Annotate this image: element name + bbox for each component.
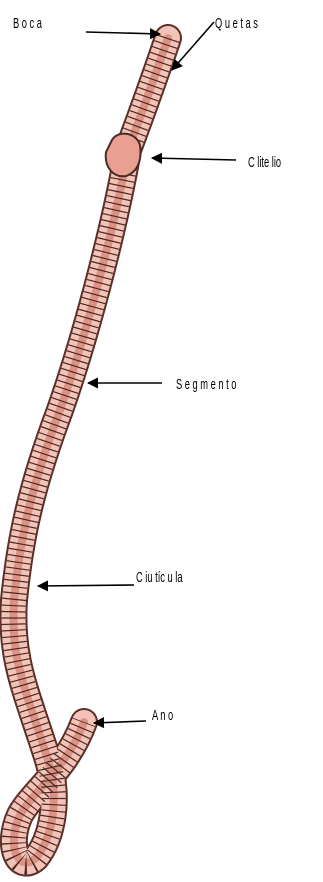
label-quetas: Q u e t a s	[215, 16, 258, 31]
label-boca: B o c a	[13, 16, 42, 31]
earthworm-illustration	[13, 38, 168, 863]
label-segmento: S e g m e n t o	[176, 377, 236, 392]
label-cuticula: C iu tíc u la	[136, 570, 183, 585]
clitellum-band	[106, 134, 141, 177]
arrow-boca	[86, 32, 160, 34]
arrow-cuticula	[38, 585, 134, 586]
label-ano: A n o	[152, 708, 173, 723]
arrow-ano	[94, 721, 146, 723]
label-clitelio: C lite lio	[248, 155, 281, 170]
arrow-clitelio	[152, 158, 236, 160]
